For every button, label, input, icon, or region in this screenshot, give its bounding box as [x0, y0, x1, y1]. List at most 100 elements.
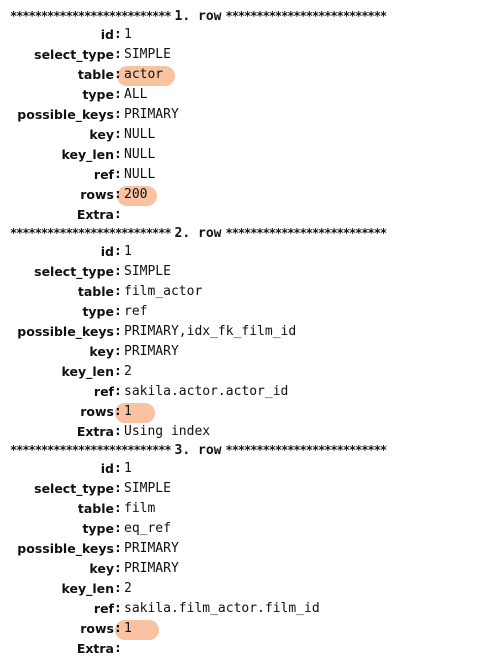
field-key: key_len	[61, 364, 114, 379]
field-key: table	[77, 501, 114, 516]
field-possible-keys: possible_keys:PRIMARY	[10, 105, 480, 125]
separator-stars-right: **************************	[225, 443, 388, 457]
field-value: PRIMARY	[124, 561, 179, 576]
field-rows: rows:1	[10, 619, 480, 640]
field-type: type:ref	[10, 302, 480, 322]
field-value: PRIMARY	[124, 541, 179, 556]
field-key: key_len	[61, 147, 114, 162]
separator-stars-left: **************************	[10, 443, 172, 457]
field-extra: Extra:	[10, 205, 480, 225]
field-key: rows	[80, 404, 114, 419]
field-value	[121, 205, 124, 225]
field-key-len: key_len:2	[10, 362, 480, 382]
field-ref: ref:NULL	[10, 165, 480, 185]
field-value: NULL	[124, 127, 156, 142]
field-value: sakila.film_actor.film_id	[124, 601, 320, 616]
field-table: table:film	[10, 499, 480, 519]
field-key: table	[77, 67, 114, 82]
field-ref: ref:sakila.actor.actor_id	[10, 382, 480, 402]
field-value: ALL	[124, 87, 148, 102]
field-possible-keys: possible_keys:PRIMARY,idx_fk_film_id	[10, 322, 480, 342]
field-rows: rows:1	[10, 402, 480, 423]
field-key: key:PRIMARY	[10, 342, 480, 362]
field-key: key:NULL	[10, 125, 480, 145]
row-separator: ************************** 3. row ******…	[10, 442, 480, 459]
field-table: table:actor	[10, 65, 480, 86]
field-value: SIMPLE	[124, 264, 171, 279]
row-label: 2. row	[174, 226, 222, 241]
field-key: id	[100, 244, 114, 259]
field-key: key	[89, 561, 114, 576]
explain-output: ************************** 1. row ******…	[10, 8, 480, 659]
field-value: Using index	[124, 424, 211, 439]
row-label: 3. row	[174, 443, 222, 458]
field-value: ref	[124, 304, 148, 319]
field-key: possible_keys	[17, 107, 114, 122]
field-extra: Extra:Using index	[10, 422, 480, 442]
field-key: Extra	[76, 207, 114, 222]
field-key-len: key_len:2	[10, 579, 480, 599]
field-key: key	[89, 344, 114, 359]
field-key: ref	[93, 601, 114, 616]
field-key: id	[100, 461, 114, 476]
field-value: 1	[124, 27, 132, 42]
field-value: SIMPLE	[124, 47, 171, 62]
field-key: id	[100, 27, 114, 42]
field-key: rows	[80, 187, 114, 202]
field-value: eq_ref	[124, 521, 171, 536]
field-key: select_type	[34, 264, 114, 279]
field-value: PRIMARY	[124, 107, 179, 122]
field-type: type:ALL	[10, 85, 480, 105]
field-key: rows	[80, 621, 114, 636]
field-value: 1	[124, 244, 132, 259]
field-key: type	[82, 521, 114, 536]
field-extra: Extra:	[10, 639, 480, 659]
highlighted-value: 1	[115, 619, 159, 640]
field-type: type:eq_ref	[10, 519, 480, 539]
field-key: possible_keys	[17, 324, 114, 339]
field-value: NULL	[124, 167, 156, 182]
field-key: select_type	[34, 481, 114, 496]
row-separator: ************************** 1. row ******…	[10, 8, 480, 25]
field-key: type	[82, 87, 114, 102]
separator-stars-right: **************************	[225, 226, 388, 240]
field-value: PRIMARY	[124, 344, 179, 359]
field-value: 1	[124, 461, 132, 476]
field-id: id:1	[10, 25, 480, 45]
field-id: id:1	[10, 459, 480, 479]
field-table: table:film_actor	[10, 282, 480, 302]
row-label: 1. row	[174, 9, 222, 24]
field-select-type: select_type:SIMPLE	[10, 479, 480, 499]
field-value: NULL	[124, 147, 156, 162]
field-select-type: select_type:SIMPLE	[10, 45, 480, 65]
field-key: key:PRIMARY	[10, 559, 480, 579]
highlighted-value: actor	[116, 65, 176, 86]
field-rows: rows:200	[10, 185, 480, 206]
field-value	[121, 639, 124, 659]
field-key: possible_keys	[17, 541, 114, 556]
field-value: 2	[124, 364, 132, 379]
field-value: sakila.actor.actor_id	[124, 384, 289, 399]
field-key: Extra	[76, 424, 114, 439]
field-key: select_type	[34, 47, 114, 62]
field-value: 2	[124, 581, 132, 596]
field-key: ref	[93, 384, 114, 399]
field-key: Extra	[76, 641, 114, 656]
field-id: id:1	[10, 242, 480, 262]
explain-row-2: ************************** 2. row ******…	[10, 225, 480, 442]
field-value: film_actor	[124, 284, 203, 299]
field-key: key_len	[61, 581, 114, 596]
explain-row-1: ************************** 1. row ******…	[10, 8, 480, 225]
separator-stars-right: **************************	[225, 9, 388, 23]
highlighted-value: 1	[115, 402, 155, 423]
field-possible-keys: possible_keys:PRIMARY	[10, 539, 480, 559]
separator-stars-left: **************************	[10, 226, 172, 240]
field-value: SIMPLE	[124, 481, 171, 496]
field-value: film	[124, 501, 156, 516]
highlighted-value: 200	[116, 185, 158, 206]
field-key: key	[89, 127, 114, 142]
field-key: ref	[93, 167, 114, 182]
explain-row-3: ************************** 3. row ******…	[10, 442, 480, 659]
field-ref: ref:sakila.film_actor.film_id	[10, 599, 480, 619]
field-key-len: key_len:NULL	[10, 145, 480, 165]
